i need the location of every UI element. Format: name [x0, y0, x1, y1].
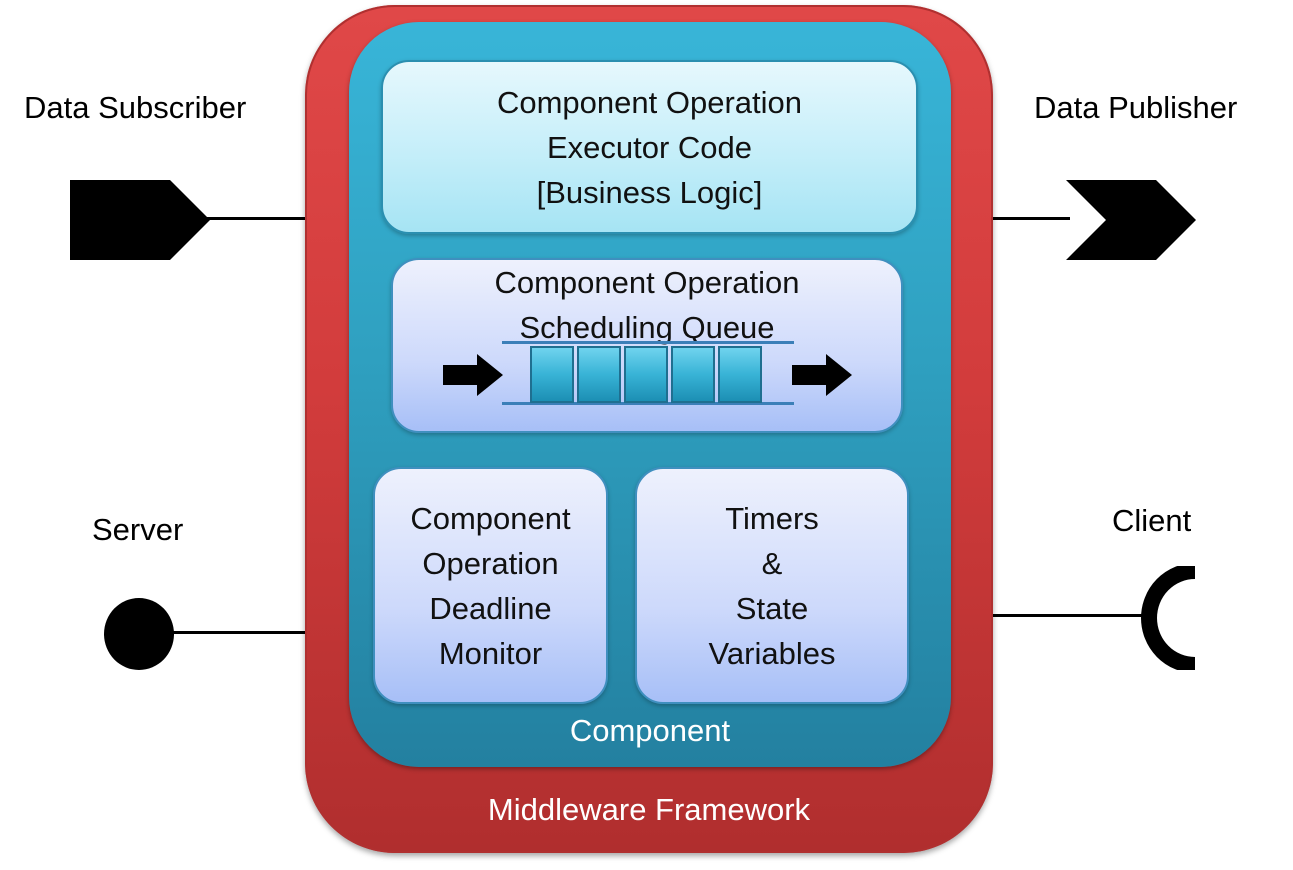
queue-title-line-2: Scheduling Queue	[519, 310, 775, 345]
queue-slot	[577, 346, 621, 403]
server-connector	[170, 631, 350, 634]
timers-line-3: State	[735, 590, 809, 626]
component-label: Component	[569, 713, 731, 748]
server-label: Server	[92, 512, 184, 547]
data-publisher-label: Data Publisher	[1034, 90, 1238, 125]
scheduling-queue-panel: Component Operation Scheduling Queue	[391, 258, 903, 433]
right-arrow-icon	[443, 354, 503, 396]
queue-slot	[624, 346, 668, 403]
timers-line-1: Timers	[725, 500, 819, 536]
deadline-line-1: Component	[410, 500, 571, 536]
queue-top-rail	[502, 341, 794, 344]
chevron-arrow-icon	[1066, 180, 1196, 260]
client-label: Client	[1112, 503, 1192, 538]
executor-code-panel: Component Operation Executor Code [Busin…	[381, 60, 918, 234]
filled-circle-icon	[104, 598, 174, 670]
deadline-line-3: Deadline	[429, 590, 552, 626]
queue-slot	[530, 346, 574, 403]
data-subscriber-label: Data Subscriber	[24, 90, 247, 125]
queue-title-line-1: Component Operation	[494, 265, 800, 300]
deadline-line-2: Operation	[422, 545, 559, 581]
queue-slot	[718, 346, 762, 403]
middleware-framework-label: Middleware Framework	[487, 792, 811, 827]
client-connector	[948, 614, 1148, 617]
queue-bottom-rail	[502, 402, 794, 405]
timers-state-panel: Timers & State Variables	[635, 467, 909, 704]
timers-line-2: &	[761, 545, 783, 581]
subscriber-connector	[205, 217, 350, 220]
right-arrow-icon	[792, 354, 852, 396]
queue-slot	[671, 346, 715, 403]
executor-line-3: [Business Logic]	[536, 174, 763, 210]
publisher-connector	[948, 217, 1070, 220]
socket-arc-icon	[1141, 566, 1196, 670]
deadline-line-4: Monitor	[438, 635, 543, 671]
executor-line-2: Executor Code	[546, 129, 753, 165]
executor-line-1: Component Operation	[496, 84, 803, 120]
pentagon-arrow-icon	[70, 180, 210, 260]
timers-line-4: Variables	[708, 635, 836, 671]
deadline-monitor-panel: Component Operation Deadline Monitor	[373, 467, 608, 704]
